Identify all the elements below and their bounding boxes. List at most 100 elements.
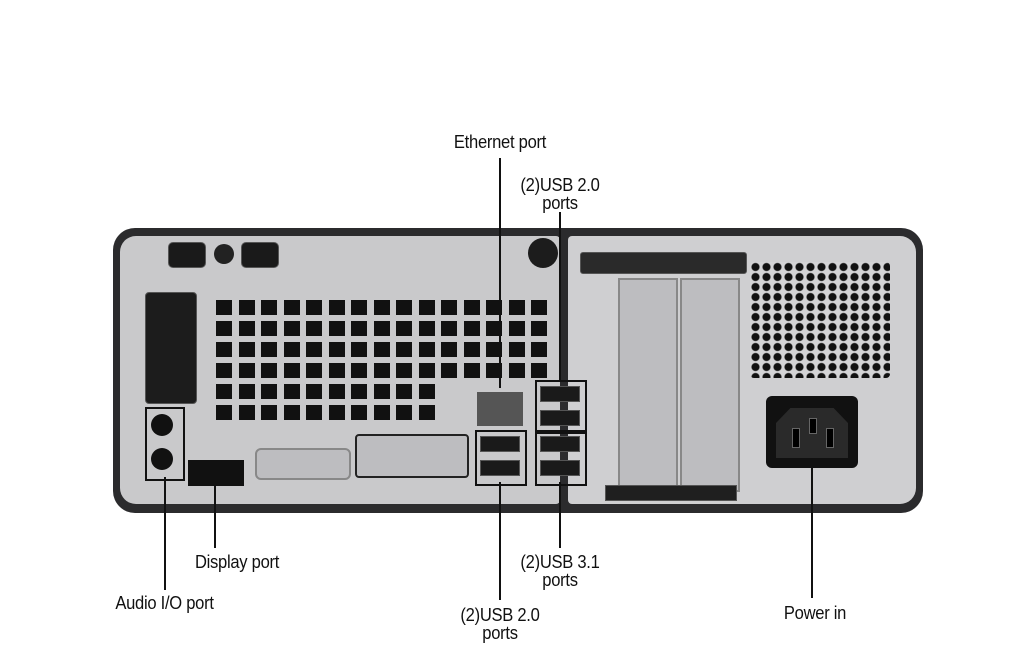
vent-hole (508, 363, 525, 378)
vent-hole (396, 384, 412, 399)
usb31-highlight (535, 430, 587, 486)
vent-hole (328, 300, 345, 315)
audio-jack (151, 448, 173, 470)
vent-hole (283, 342, 300, 357)
vent-hole (396, 363, 412, 378)
vent-hole (351, 342, 367, 357)
vent-hole (418, 363, 435, 378)
vent-hole (261, 300, 277, 315)
vent-hole (418, 300, 435, 315)
vent-hole (328, 405, 345, 420)
vent-hole (373, 321, 390, 336)
label-display-port: Display port (194, 552, 280, 572)
vent-hole (508, 300, 525, 315)
vent-hole (418, 384, 435, 399)
vent-hole (531, 363, 547, 378)
vent-hole (418, 321, 435, 336)
usb20-bottom-highlight (475, 430, 527, 486)
expansion-slot-cover (680, 278, 740, 492)
label-line: (2)USB 2.0 (460, 605, 540, 625)
usb-port (540, 386, 580, 402)
vent-hole (373, 342, 390, 357)
vent-hole (531, 321, 547, 336)
vent-hole (531, 342, 547, 357)
top-latch (241, 242, 279, 268)
power-leader (811, 468, 813, 598)
vent-hole (486, 363, 502, 378)
label-line: ports (482, 623, 518, 643)
vent-hole (351, 384, 367, 399)
usb20-top-highlight (535, 380, 587, 434)
label-power-in: Power in (783, 603, 847, 623)
vent-hole (306, 384, 322, 399)
power-socket (766, 396, 858, 468)
label-ethernet-port: Ethernet port (453, 132, 547, 152)
audio-leader (164, 477, 166, 590)
vent-hole (463, 300, 480, 315)
vent-hole (261, 384, 277, 399)
vent-hole (373, 363, 390, 378)
thumbscrew (528, 238, 558, 268)
label-usb20-bottom: (2)USB 2.0 ports (445, 606, 555, 642)
usb-port (540, 460, 580, 476)
ethernet-leader (499, 158, 501, 388)
vent-hole (508, 342, 525, 357)
vent-hole (238, 300, 255, 315)
psu-fan-vent (750, 262, 890, 378)
slot-bottom-bar (605, 485, 737, 501)
vent-hole (283, 363, 300, 378)
cover-latch (145, 292, 197, 404)
vent-hole (441, 363, 457, 378)
vent-hole (328, 384, 345, 399)
ethernet-port (477, 392, 523, 426)
vent-hole (216, 363, 232, 378)
vent-hole (463, 342, 480, 357)
vent-hole (418, 405, 435, 420)
label-line: (2)USB 3.1 (520, 552, 600, 572)
vent-hole (306, 300, 322, 315)
vent-hole (328, 342, 345, 357)
vent-hole (261, 342, 277, 357)
expansion-slot-cover (618, 278, 678, 492)
vent-hole (328, 321, 345, 336)
label-audio-io-port: Audio I/O port (115, 593, 214, 613)
vent-hole (328, 363, 345, 378)
label-usb20-top: (2)USB 2.0 ports (505, 176, 615, 212)
slot-latch (580, 252, 747, 274)
vent-hole (418, 342, 435, 357)
vent-hole (441, 300, 457, 315)
vent-hole (351, 300, 367, 315)
vent-hole (486, 321, 502, 336)
vent-hole (261, 363, 277, 378)
vent-hole (238, 363, 255, 378)
display-leader (214, 482, 216, 548)
label-usb31: (2)USB 3.1 ports (505, 553, 615, 589)
vent-hole (238, 321, 255, 336)
vent-hole (216, 321, 232, 336)
lock-slot (214, 244, 234, 264)
usb20-top-leader (559, 212, 561, 380)
option-port-cover (355, 434, 469, 478)
vent-hole (396, 321, 412, 336)
vent-hole (306, 405, 322, 420)
vent-hole (463, 321, 480, 336)
vent-hole (396, 342, 412, 357)
vent-hole (261, 405, 277, 420)
vent-hole (396, 300, 412, 315)
vent-hole (351, 405, 367, 420)
vent-hole (216, 300, 232, 315)
vent-hole (238, 405, 255, 420)
vent-hole (486, 300, 502, 315)
label-line: ports (542, 570, 578, 590)
usb-port (540, 410, 580, 426)
vent-hole (463, 363, 480, 378)
vent-hole (306, 321, 322, 336)
usb31-leader (559, 482, 561, 548)
vent-hole (283, 300, 300, 315)
vent-hole (216, 405, 232, 420)
vent-hole (441, 342, 457, 357)
vent-hole (396, 405, 412, 420)
vent-hole (283, 384, 300, 399)
vent-hole (373, 300, 390, 315)
vent-hole (508, 321, 525, 336)
